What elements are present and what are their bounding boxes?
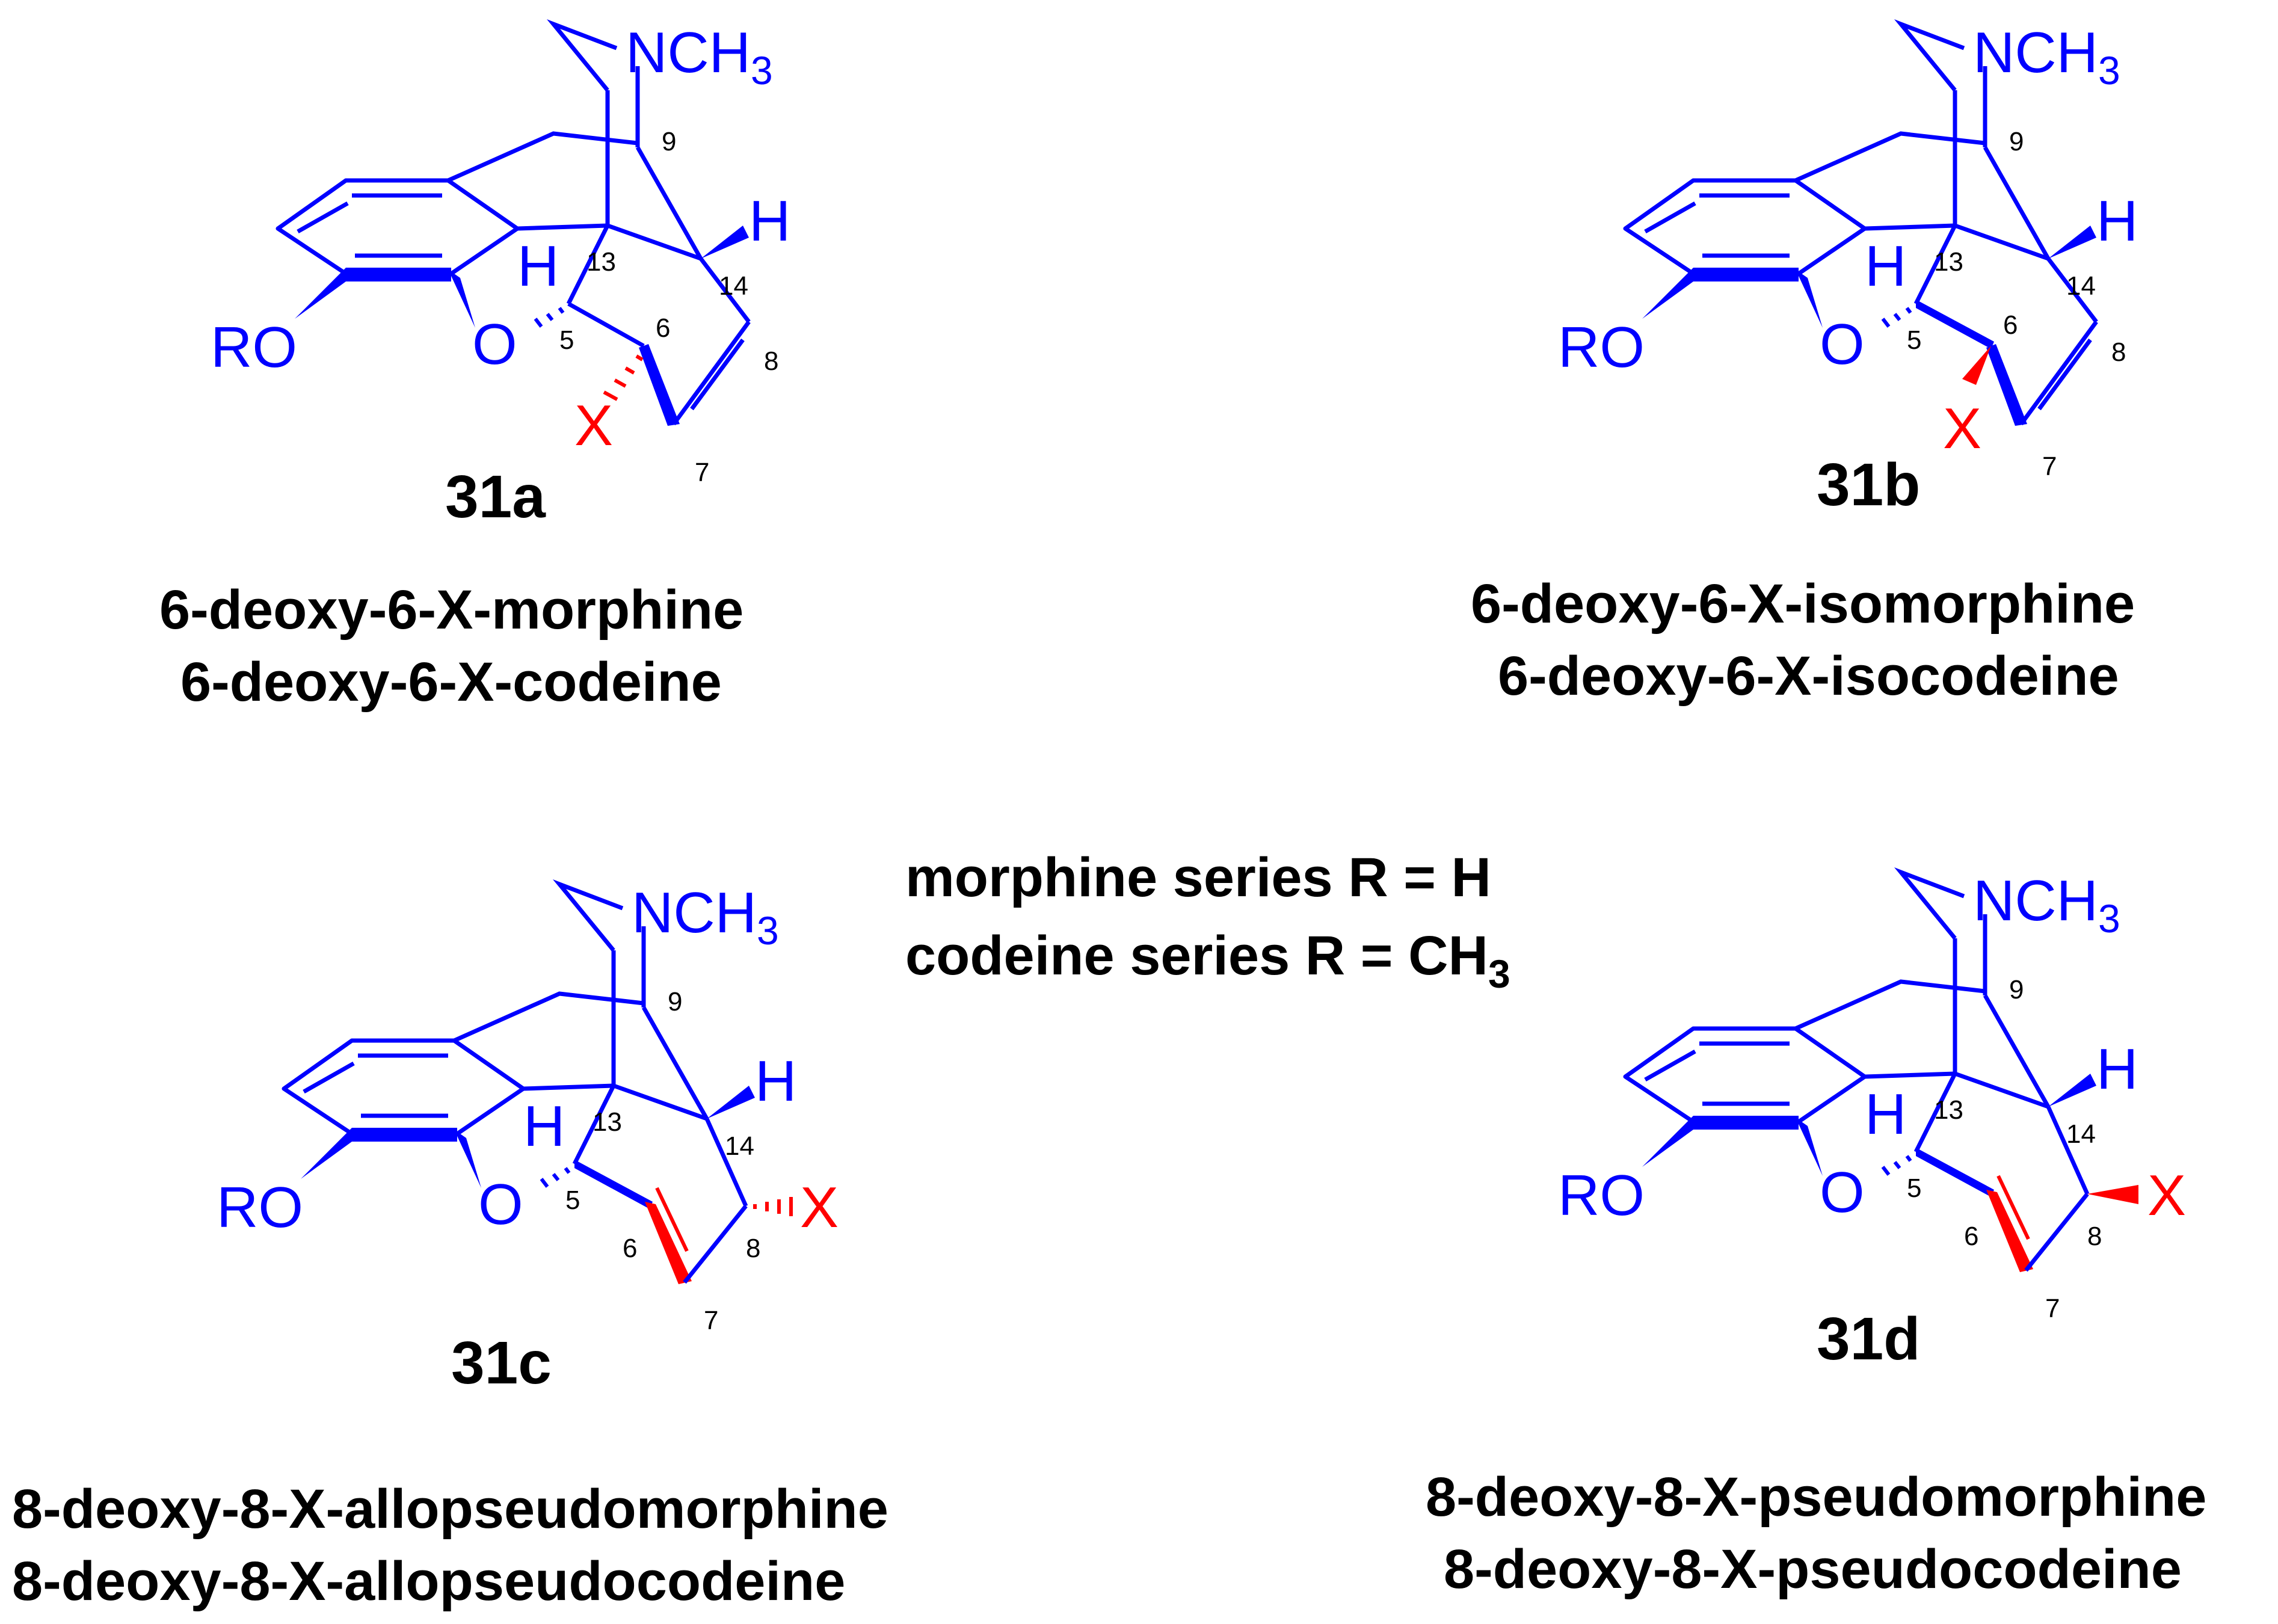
- locant-14: 14: [2066, 271, 2096, 301]
- locant-8: 8: [746, 1234, 760, 1263]
- substituent-x-label: X: [574, 393, 613, 458]
- structure-31d: NCH3 RO O H H X 9 13 14 5 6 8 7 31d: [1558, 869, 2186, 1373]
- ether-oxygen-label: O: [478, 1172, 523, 1237]
- substituent-x-label: X: [2147, 1163, 2186, 1228]
- locant-5: 5: [565, 1186, 580, 1215]
- locant-9: 9: [668, 987, 682, 1017]
- h14-label: H: [2096, 189, 2138, 253]
- n-methyl-label: NCH3: [632, 881, 779, 953]
- structure-31c: NCH3 RO O H H X 9 13 14 5 6 8 7 31c: [217, 881, 839, 1397]
- ether-oxygen-label: O: [472, 312, 517, 377]
- locant-7: 7: [704, 1306, 718, 1335]
- compound-name-31d-codeine: 8-deoxy-8-X-pseudocodeine: [1444, 1539, 2182, 1600]
- series-morphine: morphine series R = H: [905, 847, 1491, 908]
- series-codeine: codeine series R = CH3: [905, 925, 1510, 996]
- n-methyl-label: NCH3: [626, 20, 773, 93]
- locant-8: 8: [2087, 1222, 2102, 1251]
- h14-label: H: [755, 1049, 796, 1113]
- compound-id-31a: 31a: [445, 463, 546, 531]
- locant-14: 14: [725, 1131, 754, 1161]
- h5-label: H: [1865, 234, 1906, 298]
- n-methyl-label: NCH3: [1973, 869, 2120, 941]
- compound-id-31d: 31d: [1817, 1305, 1920, 1373]
- locant-7: 7: [2042, 452, 2057, 481]
- ro-label: RO: [1558, 1163, 1645, 1228]
- ro-label: RO: [217, 1175, 303, 1240]
- compound-name-31d-morphine: 8-deoxy-8-X-pseudomorphine: [1426, 1466, 2206, 1528]
- locant-5: 5: [1907, 1173, 1921, 1203]
- locant-6: 6: [656, 313, 670, 343]
- h14-label: H: [749, 189, 790, 253]
- locant-5: 5: [559, 325, 574, 355]
- ether-oxygen-label: O: [1820, 1160, 1865, 1225]
- locant-13: 13: [1934, 247, 1963, 277]
- locant-9: 9: [2009, 127, 2024, 156]
- compound-name-31a-codeine: 6-deoxy-6-X-codeine: [180, 651, 722, 713]
- locant-6: 6: [623, 1234, 637, 1263]
- h5-label: H: [1865, 1082, 1906, 1146]
- locant-8: 8: [764, 346, 778, 376]
- compound-name-31b-morphine: 6-deoxy-6-X-isomorphine: [1471, 573, 2135, 635]
- substituent-x-label: X: [1943, 396, 1981, 461]
- locant-6: 6: [1964, 1222, 1978, 1251]
- compound-name-31c-codeine: 8-deoxy-8-X-allopseudocodeine: [12, 1551, 845, 1612]
- locant-13: 13: [593, 1107, 622, 1137]
- ro-label: RO: [211, 315, 297, 380]
- substituent-x-label: X: [800, 1175, 839, 1240]
- n-methyl-label: NCH3: [1973, 20, 2120, 93]
- locant-7: 7: [695, 458, 709, 487]
- compound-name-31c-morphine: 8-deoxy-8-X-allopseudomorphine: [12, 1478, 888, 1540]
- locant-5: 5: [1907, 325, 1921, 355]
- structure-31a: NCH3 RO O H H X 9 13 14 5 6 8 7 31a 6-de…: [159, 20, 790, 713]
- ether-oxygen-label: O: [1820, 312, 1865, 377]
- h5-label: H: [523, 1094, 565, 1158]
- compound-id-31c: 31c: [451, 1329, 552, 1397]
- locant-7: 7: [2045, 1294, 2060, 1323]
- locant-9: 9: [2009, 975, 2024, 1004]
- locant-8: 8: [2111, 337, 2126, 367]
- locant-14: 14: [719, 271, 748, 301]
- locant-13: 13: [586, 247, 616, 277]
- locant-13: 13: [1934, 1095, 1963, 1125]
- ro-label: RO: [1558, 315, 1645, 380]
- locant-9: 9: [662, 127, 676, 156]
- compound-id-31b: 31b: [1817, 451, 1920, 518]
- locant-6: 6: [2003, 310, 2018, 340]
- h5-label: H: [517, 234, 559, 298]
- h14-label: H: [2096, 1037, 2138, 1101]
- compound-name-31b-codeine: 6-deoxy-6-X-isocodeine: [1498, 645, 2119, 707]
- locant-14: 14: [2066, 1119, 2096, 1149]
- compound-name-31a-morphine: 6-deoxy-6-X-morphine: [159, 579, 743, 641]
- structure-31b: NCH3 RO O H H X 9 13 14 5 6 8 7 31b: [1558, 20, 2138, 518]
